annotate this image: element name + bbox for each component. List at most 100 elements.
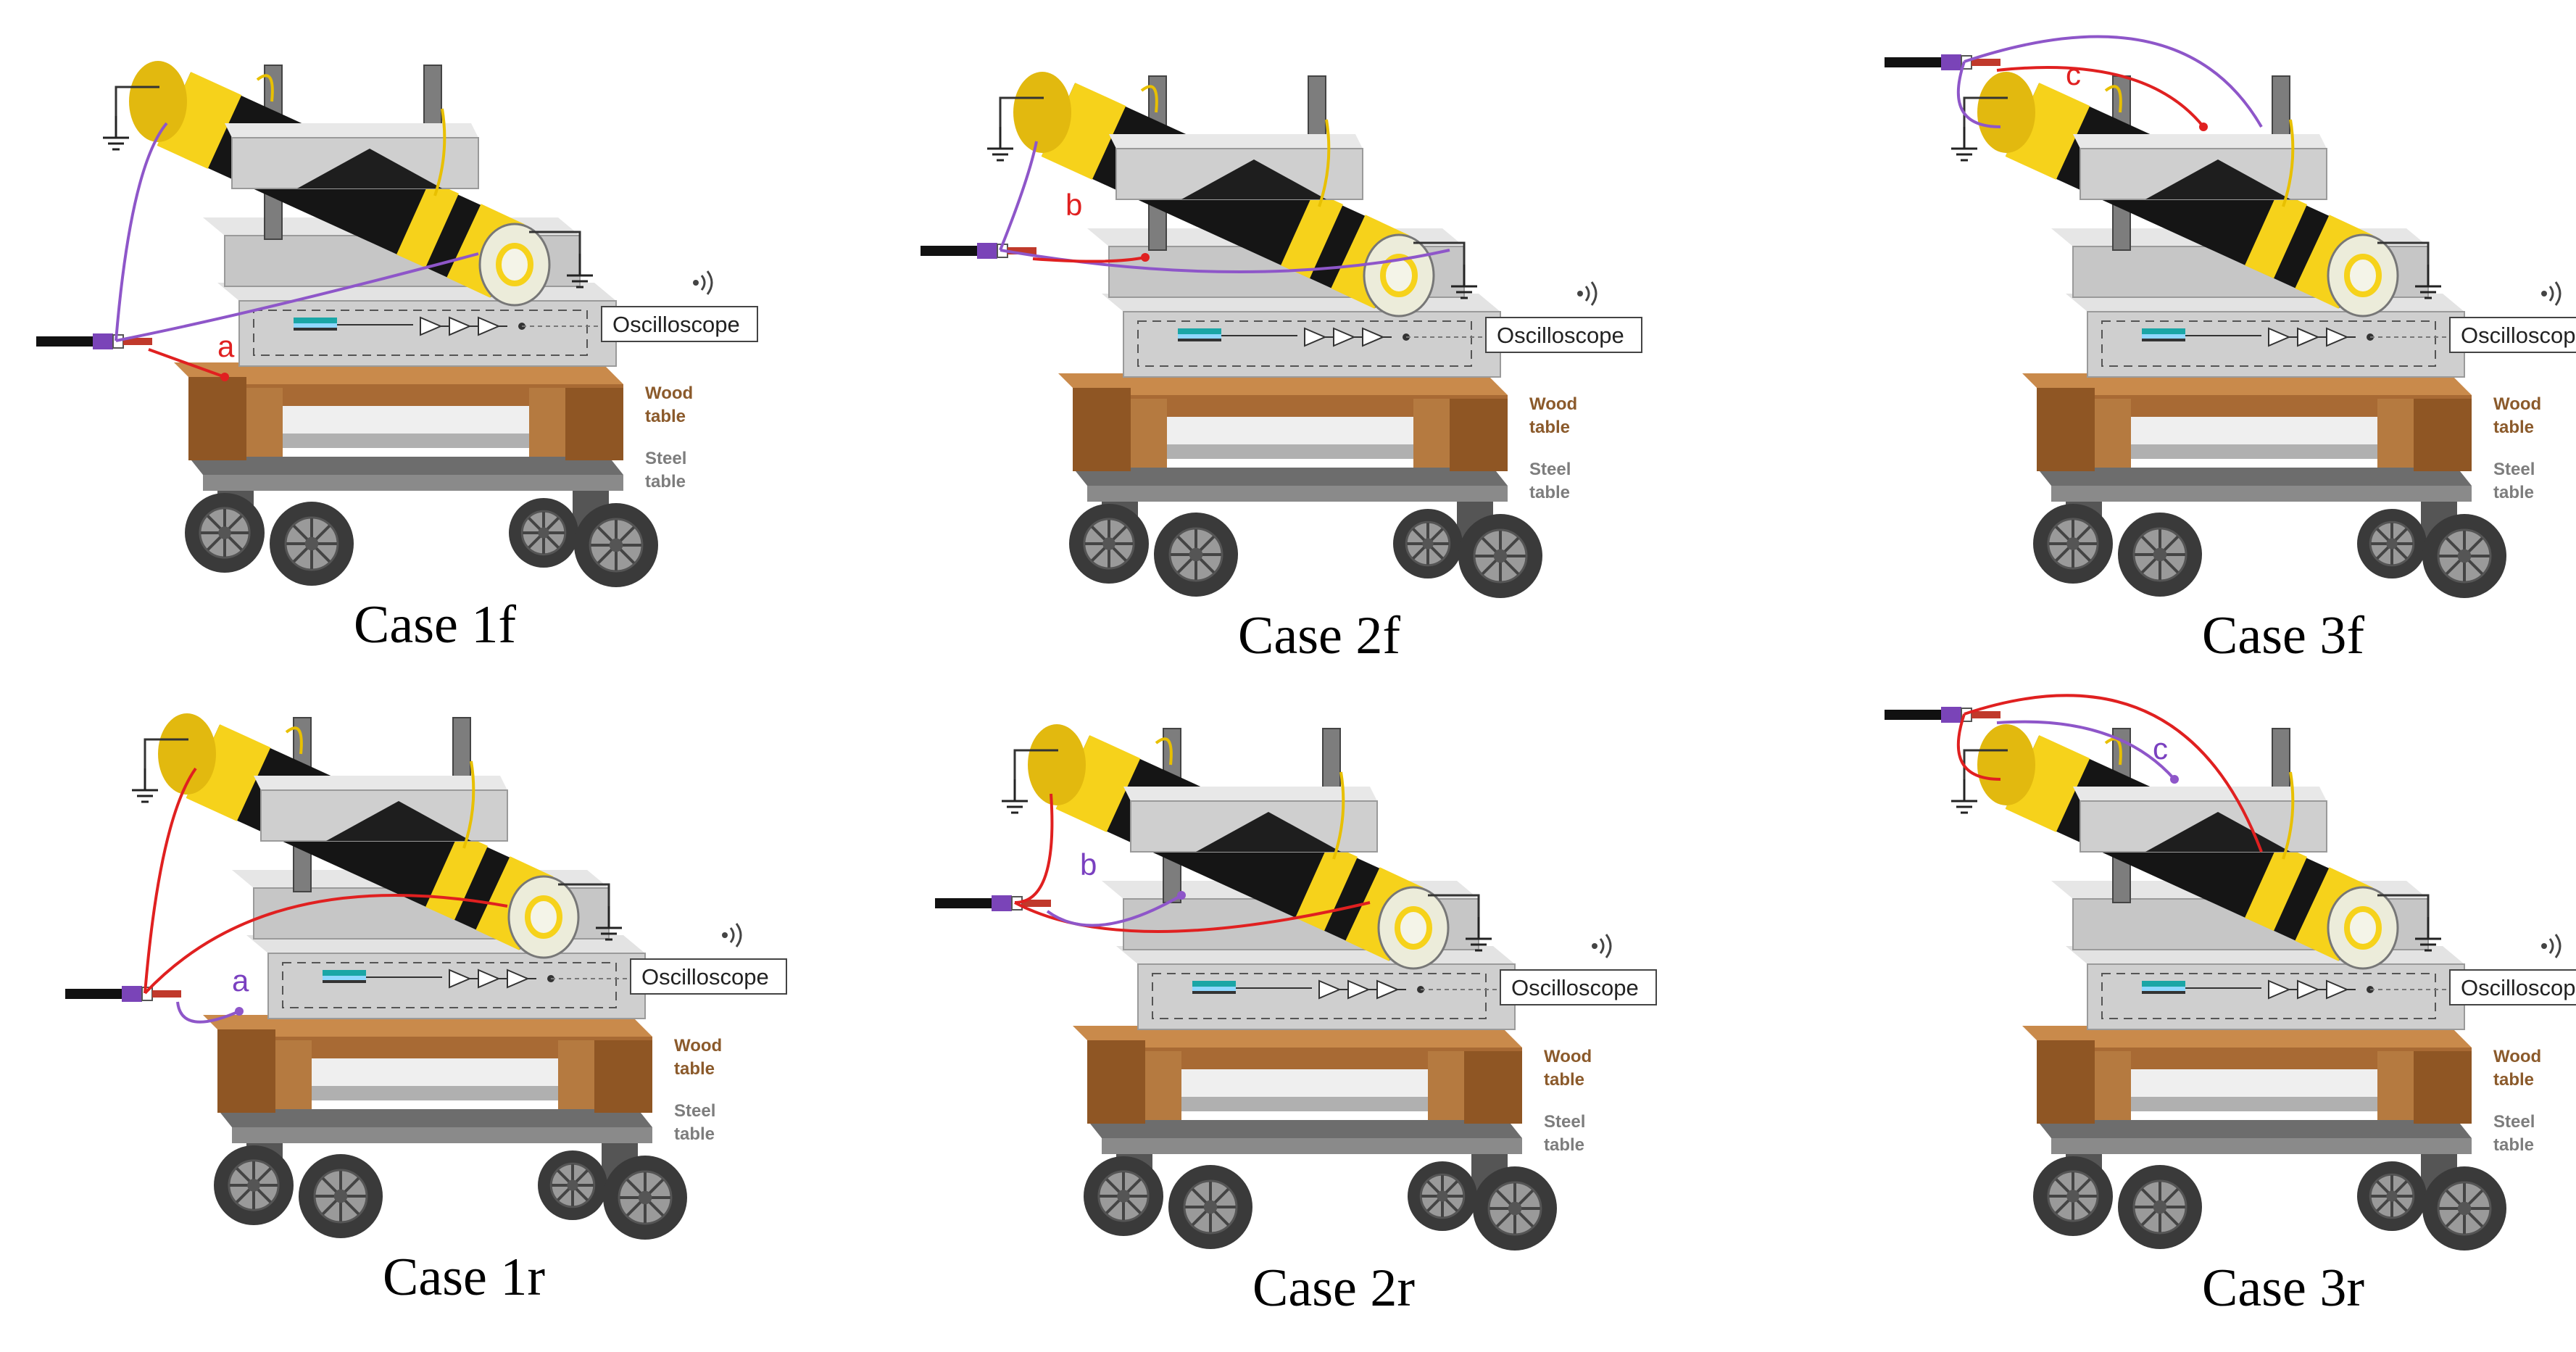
- wheel-front-left: [299, 1154, 383, 1238]
- ground-symbol-left: [132, 768, 158, 802]
- clamp-rod-right: [2272, 729, 2290, 794]
- clamp-rod-right: [1323, 729, 1340, 794]
- wire-to-top-sensor: [116, 123, 167, 341]
- clamp-rod-right: [424, 65, 441, 130]
- case-caption: Case 2r: [1080, 1258, 1587, 1319]
- wheel-front-left: [1154, 513, 1238, 597]
- wood-table-label-line1: Wood: [2493, 1047, 2541, 1066]
- wood-table-label-line1: Wood: [2493, 394, 2541, 414]
- steel-table-label-line2: table: [1529, 483, 1570, 502]
- case-caption: Case 2f: [1065, 605, 1573, 667]
- wheel-back-left: [185, 493, 265, 573]
- wheel-front-right: [2422, 1166, 2506, 1251]
- wire-to-top-sensor: [1000, 141, 1036, 250]
- point-letter: a: [232, 963, 249, 998]
- wood-table-label-line2: table: [674, 1059, 715, 1079]
- wood-table-label-line1: Wood: [1544, 1047, 1592, 1066]
- point-letter: b: [1065, 188, 1082, 222]
- steel-table-label-line1: Steel: [2493, 1112, 2535, 1132]
- ground-symbol-left: [1951, 127, 1977, 160]
- connection-point: [1141, 253, 1150, 262]
- wheel-front-left: [270, 502, 354, 586]
- clamp-rod-right: [1308, 76, 1326, 141]
- steel-table-label-line2: table: [674, 1124, 715, 1144]
- oscilloscope-label: Oscilloscope: [1511, 975, 1639, 1000]
- wireless-signal-icon: [693, 271, 712, 294]
- oscilloscope-label: Oscilloscope: [2461, 323, 2576, 348]
- wheel-front-right: [1458, 514, 1542, 598]
- clamp-rod-right: [2272, 76, 2290, 141]
- ground-symbol-left: [103, 116, 129, 149]
- wood-table-label-line1: Wood: [645, 383, 693, 403]
- ground-symbol-left: [987, 127, 1013, 160]
- oscilloscope-label: Oscilloscope: [1497, 323, 1624, 348]
- wire-to-top-sensor: [1015, 794, 1052, 903]
- wheel-back-right: [509, 498, 578, 568]
- wheel-front-right: [1473, 1166, 1557, 1251]
- probe-plug: [921, 243, 1036, 259]
- wheel-back-left: [2033, 1156, 2113, 1236]
- wireless-signal-icon: [2541, 282, 2560, 305]
- wood-table-label-line1: Wood: [674, 1036, 722, 1056]
- ground-symbol-left: [1951, 779, 1977, 813]
- connection-point: [220, 373, 229, 381]
- wheel-back-left: [1069, 504, 1149, 584]
- lower-block: [2066, 294, 2464, 377]
- steel-table-label-line1: Steel: [1529, 460, 1571, 479]
- wire-to-top-sensor: [145, 768, 196, 993]
- wheel-front-left: [1168, 1165, 1252, 1249]
- wireless-signal-icon: [722, 924, 741, 947]
- wireless-signal-icon: [2541, 934, 2560, 958]
- steel-table-label-line1: Steel: [1544, 1112, 1585, 1132]
- wireless-signal-icon: [1592, 934, 1611, 958]
- wood-table-label-line2: table: [1529, 418, 1570, 437]
- connection-point: [2199, 123, 2208, 131]
- steel-table-label-line2: table: [2493, 1135, 2534, 1155]
- point-letter: c: [2153, 731, 2168, 766]
- wheel-front-left: [2118, 1165, 2202, 1249]
- probe-plug: [935, 895, 1051, 911]
- clamp-rod-right: [453, 718, 470, 783]
- lower-block: [246, 935, 645, 1019]
- steel-table-label-line2: table: [645, 472, 686, 492]
- wheel-back-left: [2033, 504, 2113, 584]
- ground-symbol-left: [1002, 779, 1028, 813]
- steel-table-label-line1: Steel: [2493, 460, 2535, 479]
- oscilloscope-label: Oscilloscope: [2461, 975, 2576, 1000]
- steel-table-label-line1: Steel: [645, 449, 686, 468]
- case-caption: Case 3f: [2029, 605, 2537, 667]
- panel-case-3r: OscilloscopeWoodtableSteeltablecCase 3r: [1856, 685, 2576, 1352]
- wood-table-label-line2: table: [645, 407, 686, 426]
- wheel-front-left: [2118, 513, 2202, 597]
- wood-table-label-line2: table: [1544, 1070, 1584, 1090]
- lower-block: [1116, 946, 1515, 1029]
- wheel-back-right: [2357, 1161, 2427, 1231]
- lower-block: [1102, 294, 1500, 377]
- wireless-signal-icon: [1577, 282, 1596, 305]
- wheel-back-right: [1393, 509, 1463, 578]
- connection-point: [1177, 891, 1186, 900]
- point-letter: c: [2066, 57, 2081, 91]
- case-caption: Case 3r: [2029, 1258, 2537, 1319]
- connection-point: [2170, 775, 2179, 784]
- wheel-front-right: [2422, 514, 2506, 598]
- oscilloscope-label: Oscilloscope: [612, 312, 740, 337]
- wheel-back-left: [214, 1145, 294, 1225]
- probe-plug: [65, 986, 181, 1002]
- lower-block: [217, 283, 616, 366]
- steel-table-label-line2: table: [2493, 483, 2534, 502]
- lower-block: [2066, 946, 2464, 1029]
- case-caption: Case 1f: [181, 594, 689, 656]
- point-letter: a: [217, 329, 235, 363]
- wood-table-label-line2: table: [2493, 418, 2534, 437]
- steel-table-label-line2: table: [1544, 1135, 1584, 1155]
